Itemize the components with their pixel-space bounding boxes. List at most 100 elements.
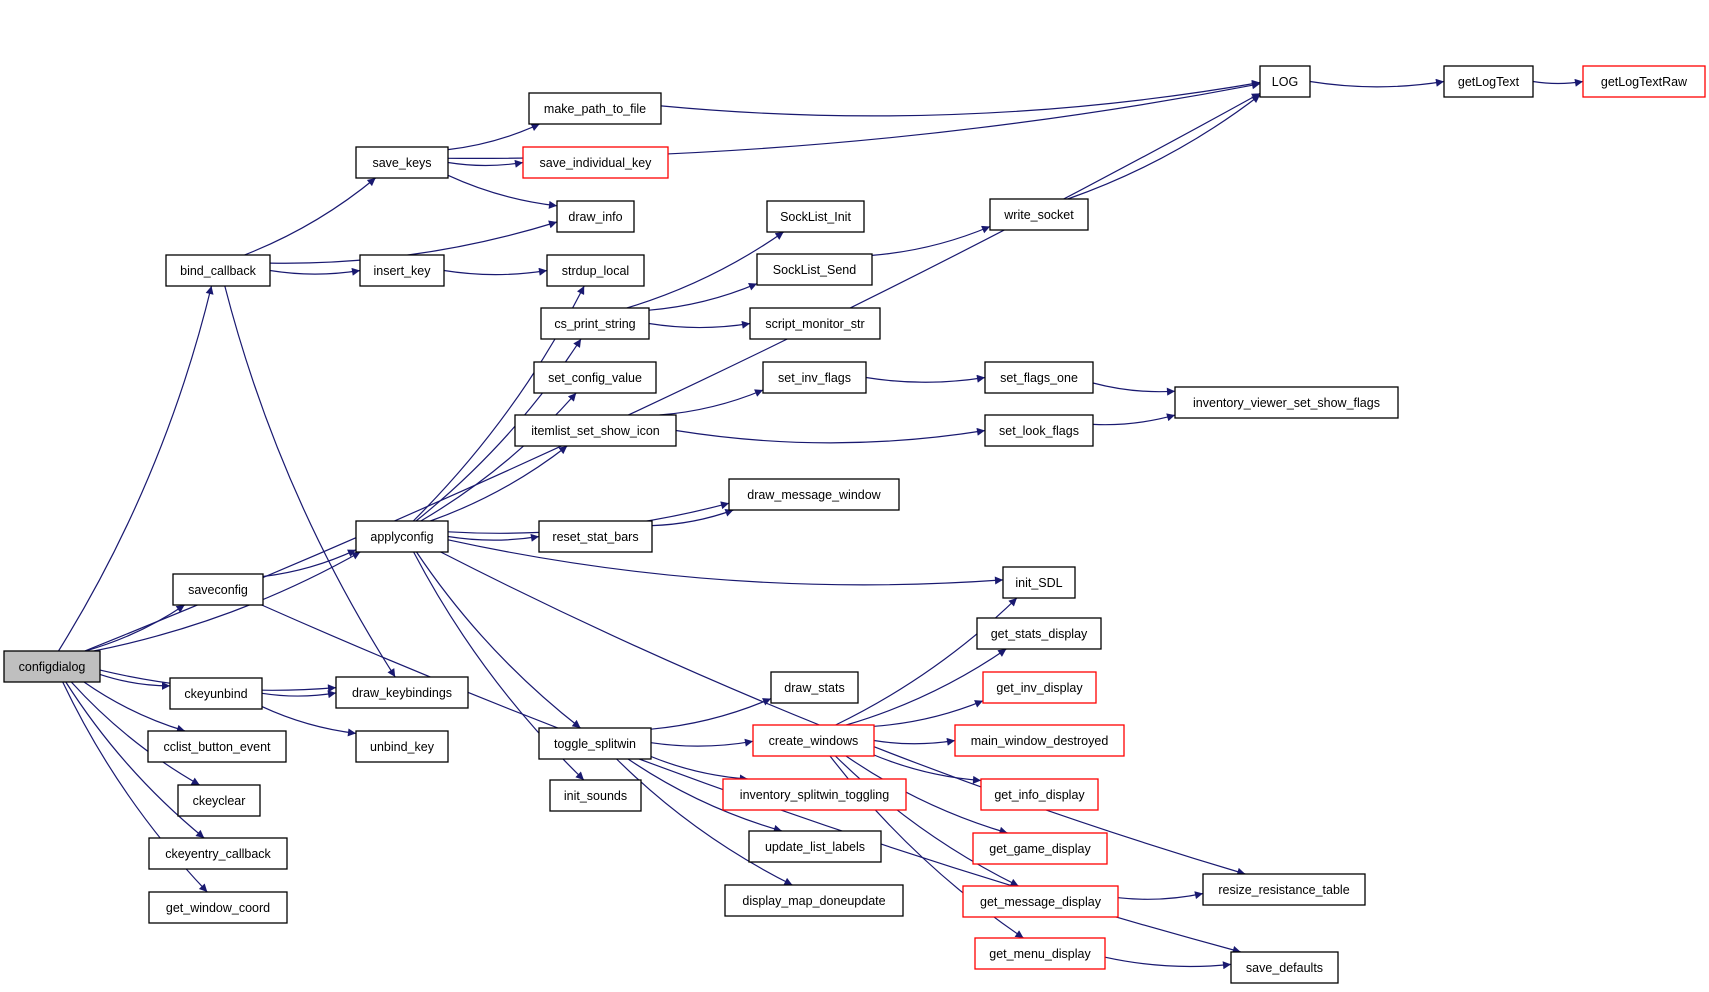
- node-box[interactable]: [762, 361, 867, 394]
- node-draw_keybindings[interactable]: draw_keybindings: [335, 676, 469, 709]
- node-box[interactable]: [756, 253, 873, 286]
- node-update_list_labels[interactable]: update_list_labels: [748, 830, 882, 863]
- node-write_socket[interactable]: write_socket: [989, 198, 1089, 231]
- node-resize_resistance_table[interactable]: resize_resistance_table: [1202, 873, 1366, 906]
- node-draw_info[interactable]: draw_info: [556, 200, 635, 233]
- node-set_look_flags[interactable]: set_look_flags: [984, 414, 1094, 447]
- node-SockList_Send[interactable]: SockList_Send: [756, 253, 873, 286]
- node-box[interactable]: [549, 779, 642, 812]
- node-display_map_doneupdate[interactable]: display_map_doneupdate: [724, 884, 904, 917]
- node-box[interactable]: [355, 520, 449, 553]
- node-init_sounds[interactable]: init_sounds: [549, 779, 642, 812]
- node-box[interactable]: [538, 727, 652, 760]
- node-main_window_destroyed[interactable]: main_window_destroyed: [954, 724, 1125, 757]
- node-box[interactable]: [1202, 873, 1366, 906]
- node-get_menu_display[interactable]: get_menu_display: [974, 937, 1106, 970]
- node-get_message_display[interactable]: get_message_display: [962, 885, 1119, 918]
- node-box[interactable]: [989, 198, 1089, 231]
- node-box[interactable]: [546, 254, 645, 287]
- node-inventory_viewer_set_show_flags[interactable]: inventory_viewer_set_show_flags: [1174, 386, 1399, 419]
- node-draw_stats[interactable]: draw_stats: [770, 671, 859, 704]
- node-insert_key[interactable]: insert_key: [359, 254, 445, 287]
- node-box[interactable]: [724, 884, 904, 917]
- node-box[interactable]: [1230, 951, 1339, 984]
- node-set_flags_one[interactable]: set_flags_one: [984, 361, 1094, 394]
- node-box[interactable]: [748, 830, 882, 863]
- node-box[interactable]: [355, 146, 449, 179]
- node-save_individual_key[interactable]: save_individual_key: [522, 146, 669, 179]
- node-box[interactable]: [359, 254, 445, 287]
- node-init_SDL[interactable]: init_SDL: [1002, 566, 1076, 599]
- node-save_keys[interactable]: save_keys: [355, 146, 449, 179]
- node-get_stats_display[interactable]: get_stats_display: [976, 617, 1102, 650]
- node-cclist_button_event[interactable]: cclist_button_event: [147, 730, 287, 763]
- node-get_info_display[interactable]: get_info_display: [980, 778, 1099, 811]
- node-applyconfig[interactable]: applyconfig: [355, 520, 449, 553]
- node-box[interactable]: [177, 784, 261, 817]
- node-box[interactable]: [766, 200, 865, 233]
- node-box[interactable]: [1002, 566, 1076, 599]
- node-toggle_splitwin[interactable]: toggle_splitwin: [538, 727, 652, 760]
- node-box[interactable]: [148, 891, 288, 924]
- node-box[interactable]: [3, 650, 101, 683]
- node-box[interactable]: [752, 724, 875, 757]
- node-box[interactable]: [538, 520, 653, 553]
- node-box[interactable]: [980, 778, 1099, 811]
- node-box[interactable]: [982, 671, 1097, 704]
- node-get_window_coord[interactable]: get_window_coord: [148, 891, 288, 924]
- node-ckeyclear[interactable]: ckeyclear: [177, 784, 261, 817]
- node-cs_print_string[interactable]: cs_print_string: [540, 307, 650, 340]
- node-reset_stat_bars[interactable]: reset_stat_bars: [538, 520, 653, 553]
- node-box[interactable]: [533, 361, 657, 394]
- node-box[interactable]: [556, 200, 635, 233]
- node-box[interactable]: [728, 478, 900, 511]
- node-ckeyunbind[interactable]: ckeyunbind: [169, 677, 263, 710]
- node-box[interactable]: [514, 414, 677, 447]
- node-bind_callback[interactable]: bind_callback: [165, 254, 271, 287]
- node-box[interactable]: [984, 361, 1094, 394]
- node-box[interactable]: [522, 146, 669, 179]
- node-strdup_local[interactable]: strdup_local: [546, 254, 645, 287]
- node-saveconfig[interactable]: saveconfig: [172, 573, 264, 606]
- node-LOG[interactable]: LOG: [1259, 65, 1311, 98]
- node-make_path_to_file[interactable]: make_path_to_file: [528, 92, 662, 125]
- node-getLogTextRaw[interactable]: getLogTextRaw: [1582, 65, 1706, 98]
- node-itemlist_set_show_icon[interactable]: itemlist_set_show_icon: [514, 414, 677, 447]
- node-draw_message_window[interactable]: draw_message_window: [728, 478, 900, 511]
- node-set_config_value[interactable]: set_config_value: [533, 361, 657, 394]
- node-create_windows[interactable]: create_windows: [752, 724, 875, 757]
- node-box[interactable]: [172, 573, 264, 606]
- node-getLogText[interactable]: getLogText: [1443, 65, 1534, 98]
- node-script_monitor_str[interactable]: script_monitor_str: [749, 307, 881, 340]
- node-box[interactable]: [148, 837, 288, 870]
- node-box[interactable]: [355, 730, 449, 763]
- node-box[interactable]: [147, 730, 287, 763]
- node-box[interactable]: [976, 617, 1102, 650]
- node-box[interactable]: [1174, 386, 1399, 419]
- node-get_inv_display[interactable]: get_inv_display: [982, 671, 1097, 704]
- node-ckeyentry_callback[interactable]: ckeyentry_callback: [148, 837, 288, 870]
- node-SockList_Init[interactable]: SockList_Init: [766, 200, 865, 233]
- node-get_game_display[interactable]: get_game_display: [972, 832, 1108, 865]
- node-box[interactable]: [749, 307, 881, 340]
- node-box[interactable]: [1582, 65, 1706, 98]
- node-box[interactable]: [962, 885, 1119, 918]
- node-box[interactable]: [540, 307, 650, 340]
- node-box[interactable]: [528, 92, 662, 125]
- node-box[interactable]: [984, 414, 1094, 447]
- node-box[interactable]: [169, 677, 263, 710]
- node-set_inv_flags[interactable]: set_inv_flags: [762, 361, 867, 394]
- node-inventory_splitwin_toggling[interactable]: inventory_splitwin_toggling: [722, 778, 907, 811]
- node-box[interactable]: [954, 724, 1125, 757]
- node-box[interactable]: [770, 671, 859, 704]
- node-box[interactable]: [974, 937, 1106, 970]
- node-box[interactable]: [1443, 65, 1534, 98]
- node-box[interactable]: [722, 778, 907, 811]
- node-box[interactable]: [972, 832, 1108, 865]
- node-save_defaults[interactable]: save_defaults: [1230, 951, 1339, 984]
- node-box[interactable]: [335, 676, 469, 709]
- node-box[interactable]: [1259, 65, 1311, 98]
- node-box[interactable]: [165, 254, 271, 287]
- node-configdialog[interactable]: configdialog: [3, 650, 101, 683]
- node-unbind_key[interactable]: unbind_key: [355, 730, 449, 763]
